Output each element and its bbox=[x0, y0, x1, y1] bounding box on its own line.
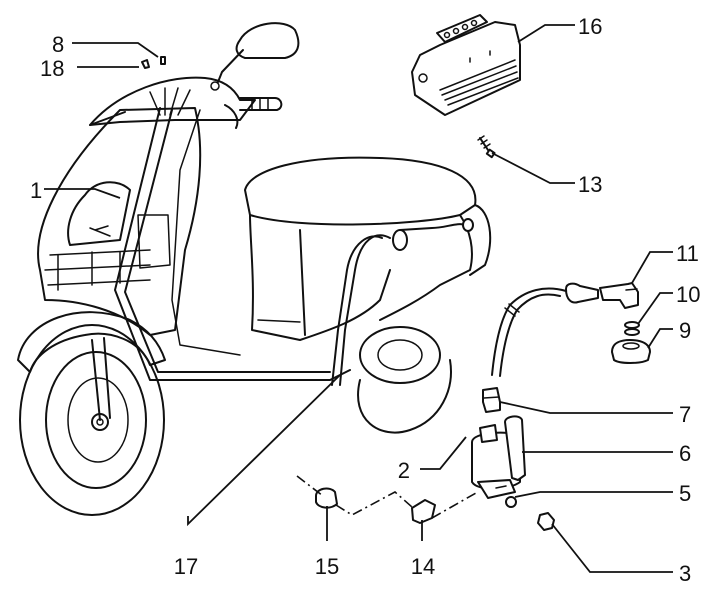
seat-and-body bbox=[244, 156, 492, 341]
handlebar bbox=[89, 76, 283, 129]
assembly-dash-lines bbox=[296, 475, 477, 519]
scooter-illustration bbox=[17, 22, 492, 516]
rear-wheel bbox=[357, 326, 452, 434]
callout-2: 2 bbox=[398, 458, 410, 483]
spring-part bbox=[624, 321, 640, 336]
terminal-8-part bbox=[160, 56, 166, 65]
callout-13: 13 bbox=[578, 172, 602, 197]
mirror bbox=[210, 22, 300, 91]
callout-7: 7 bbox=[679, 402, 691, 427]
hv-cable-line bbox=[491, 287, 567, 376]
callout-1: 1 bbox=[30, 178, 42, 203]
callout-11: 11 bbox=[676, 241, 699, 266]
nut-part bbox=[537, 512, 555, 531]
ignition-coil-part bbox=[471, 415, 526, 499]
callout-3: 3 bbox=[679, 561, 691, 586]
spark-plug-cap-part bbox=[565, 282, 639, 309]
callout-17: 17 bbox=[174, 554, 198, 579]
fork bbox=[91, 337, 111, 421]
callout-10: 10 bbox=[676, 282, 700, 307]
front-wheel bbox=[19, 324, 165, 516]
callout-9: 9 bbox=[679, 318, 691, 343]
callout-18: 18 bbox=[40, 56, 64, 81]
screw-part bbox=[477, 135, 496, 159]
nut-15-part bbox=[315, 487, 338, 509]
washer-part bbox=[505, 496, 517, 508]
callout-labels: 8 18 1 16 13 11 10 9 7 6 5 3 2 17 15 14 bbox=[30, 14, 700, 586]
cap-seal-part bbox=[611, 339, 651, 364]
harness-main bbox=[114, 107, 351, 381]
front-fender bbox=[17, 311, 166, 373]
callout-15: 15 bbox=[315, 554, 339, 579]
voltage-regulator-part bbox=[411, 14, 521, 116]
callout-8: 8 bbox=[52, 32, 64, 57]
leg-shield bbox=[37, 107, 202, 336]
cable-17-line bbox=[339, 234, 391, 386]
coil-boot-part bbox=[482, 387, 501, 413]
clip-part bbox=[411, 499, 436, 524]
callout-6: 6 bbox=[679, 441, 691, 466]
leader-lines bbox=[44, 24, 673, 573]
callout-16: 16 bbox=[578, 14, 602, 39]
terminal-18-part bbox=[141, 59, 150, 69]
callout-14: 14 bbox=[411, 554, 435, 579]
callout-5: 5 bbox=[679, 481, 691, 506]
